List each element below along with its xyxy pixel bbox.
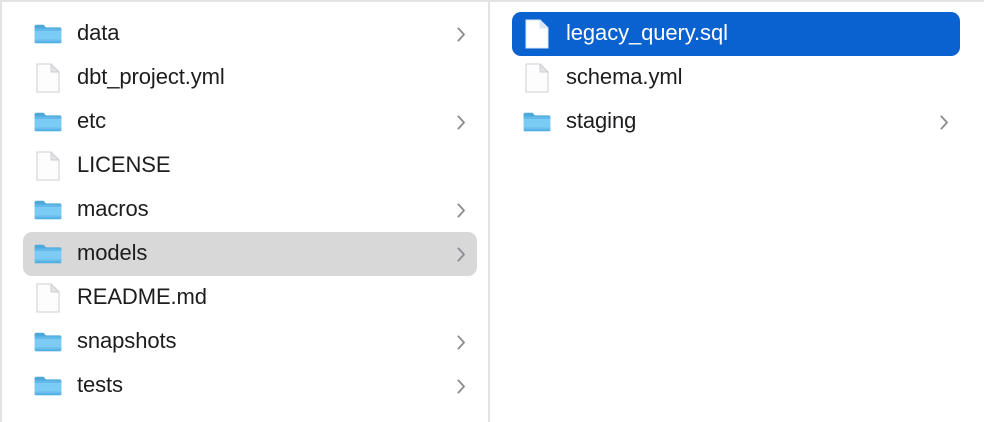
- folder-icon: [33, 239, 63, 269]
- file-row-label: staging: [566, 110, 637, 133]
- file-row-label: LICENSE: [77, 154, 171, 177]
- finder-column-child[interactable]: legacy_query.sql schema.yml staging: [490, 2, 982, 422]
- file-row-label: models: [77, 242, 148, 265]
- file-icon: [33, 283, 63, 313]
- file-row-label: data: [77, 22, 120, 45]
- file-row-label: README.md: [77, 286, 207, 309]
- folder-icon: [33, 107, 63, 137]
- folder-icon: [33, 371, 63, 401]
- file-row[interactable]: legacy_query.sql: [512, 12, 960, 56]
- folder-icon: [33, 19, 63, 49]
- file-icon: [522, 19, 552, 49]
- file-row-label: tests: [77, 374, 123, 397]
- file-row[interactable]: schema.yml: [512, 56, 960, 100]
- chevron-right-icon[interactable]: [453, 376, 469, 396]
- file-icon: [33, 151, 63, 181]
- file-row[interactable]: README.md: [23, 276, 477, 320]
- folder-icon: [33, 195, 63, 225]
- chevron-right-icon[interactable]: [936, 112, 952, 132]
- file-row[interactable]: staging: [512, 100, 960, 144]
- file-icon: [33, 63, 63, 93]
- chevron-right-icon[interactable]: [453, 200, 469, 220]
- folder-icon: [33, 327, 63, 357]
- file-row-label: schema.yml: [566, 66, 683, 89]
- file-row[interactable]: tests: [23, 364, 477, 408]
- file-row-label: macros: [77, 198, 149, 221]
- file-row[interactable]: dbt_project.yml: [23, 56, 477, 100]
- file-row-label: snapshots: [77, 330, 177, 353]
- folder-icon: [522, 107, 552, 137]
- file-row[interactable]: LICENSE: [23, 144, 477, 188]
- file-row-label: etc: [77, 110, 107, 133]
- file-row[interactable]: macros: [23, 188, 477, 232]
- chevron-right-icon[interactable]: [453, 24, 469, 44]
- file-row-label: dbt_project.yml: [77, 66, 225, 89]
- chevron-right-icon[interactable]: [453, 112, 469, 132]
- file-row[interactable]: data: [23, 12, 477, 56]
- chevron-right-icon[interactable]: [453, 244, 469, 264]
- file-row-label: legacy_query.sql: [566, 22, 728, 45]
- file-row[interactable]: snapshots: [23, 320, 477, 364]
- chevron-right-icon[interactable]: [453, 332, 469, 352]
- file-row[interactable]: models: [23, 232, 477, 276]
- file-row[interactable]: etc: [23, 100, 477, 144]
- file-icon: [522, 63, 552, 93]
